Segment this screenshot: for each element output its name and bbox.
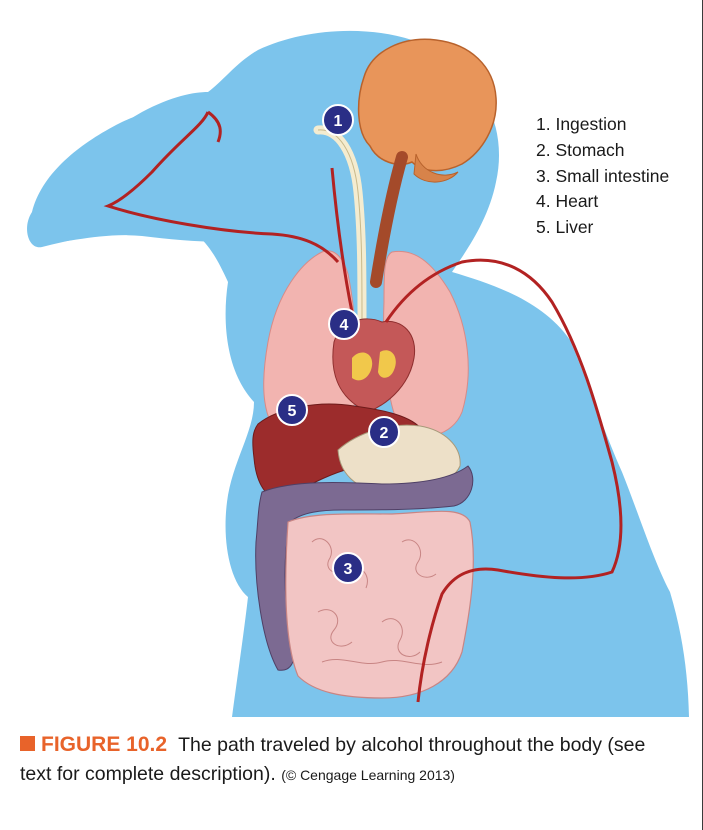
marker-2: 2	[369, 417, 399, 447]
legend-item-heart: 4. Heart	[536, 189, 669, 215]
marker-4: 4	[329, 309, 359, 339]
legend-item-stomach: 2. Stomach	[536, 138, 669, 164]
marker-5: 5	[277, 395, 307, 425]
marker-3-label: 3	[344, 561, 353, 578]
marker-3: 3	[333, 553, 363, 583]
legend-item-ingestion: 1. Ingestion	[536, 112, 669, 138]
caption-credit: (© Cengage Learning 2013)	[281, 767, 455, 783]
legend-item-liver: 5. Liver	[536, 215, 669, 241]
marker-1: 1	[323, 105, 353, 135]
small-intestine	[286, 511, 474, 698]
legend: 1. Ingestion 2. Stomach 3. Small intesti…	[536, 112, 669, 241]
marker-1-label: 1	[334, 113, 343, 130]
caption-square-icon	[20, 736, 35, 751]
marker-4-label: 4	[340, 317, 349, 334]
marker-5-label: 5	[288, 403, 297, 420]
brain	[359, 39, 497, 170]
legend-item-small-intestine: 3. Small intestine	[536, 164, 669, 190]
figure-illustration: 1 4 5 2 3 1. Ingestion 2. Stomach 3. Sma…	[22, 22, 689, 717]
figure-label: FIGURE 10.2	[41, 733, 167, 756]
figure-caption: FIGURE 10.2 The path traveled by alcohol…	[20, 730, 680, 790]
marker-2-label: 2	[380, 425, 389, 442]
